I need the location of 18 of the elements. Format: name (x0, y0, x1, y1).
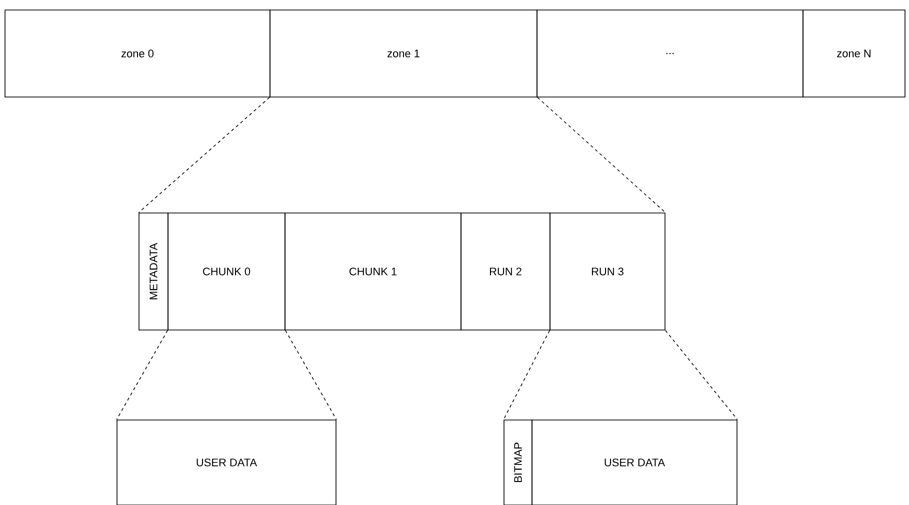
dashed-line (503, 330, 550, 420)
dashed-line (537, 96, 666, 213)
bitmap-cell: BITMAP (504, 420, 532, 505)
zone-cell: zone N (802, 10, 906, 98)
zone-cell: zone 1 (270, 10, 538, 98)
chunk-cell: CHUNK 1 (284, 212, 462, 330)
run-cell: RUN 2 (460, 212, 550, 330)
metadata-cell: METADATA (138, 212, 168, 330)
user-data-box: USER DATA (116, 420, 336, 505)
chunk-cell: CHUNK 0 (168, 212, 286, 330)
user-data-box: USER DATA (532, 420, 738, 505)
zone-cell: zone 0 (4, 10, 270, 98)
zone-cell: ... (536, 10, 804, 98)
run-cell: RUN 3 (550, 212, 666, 330)
dashed-line (665, 330, 738, 420)
dashed-line (285, 330, 337, 420)
dashed-line (138, 96, 270, 213)
dashed-line (116, 330, 168, 420)
